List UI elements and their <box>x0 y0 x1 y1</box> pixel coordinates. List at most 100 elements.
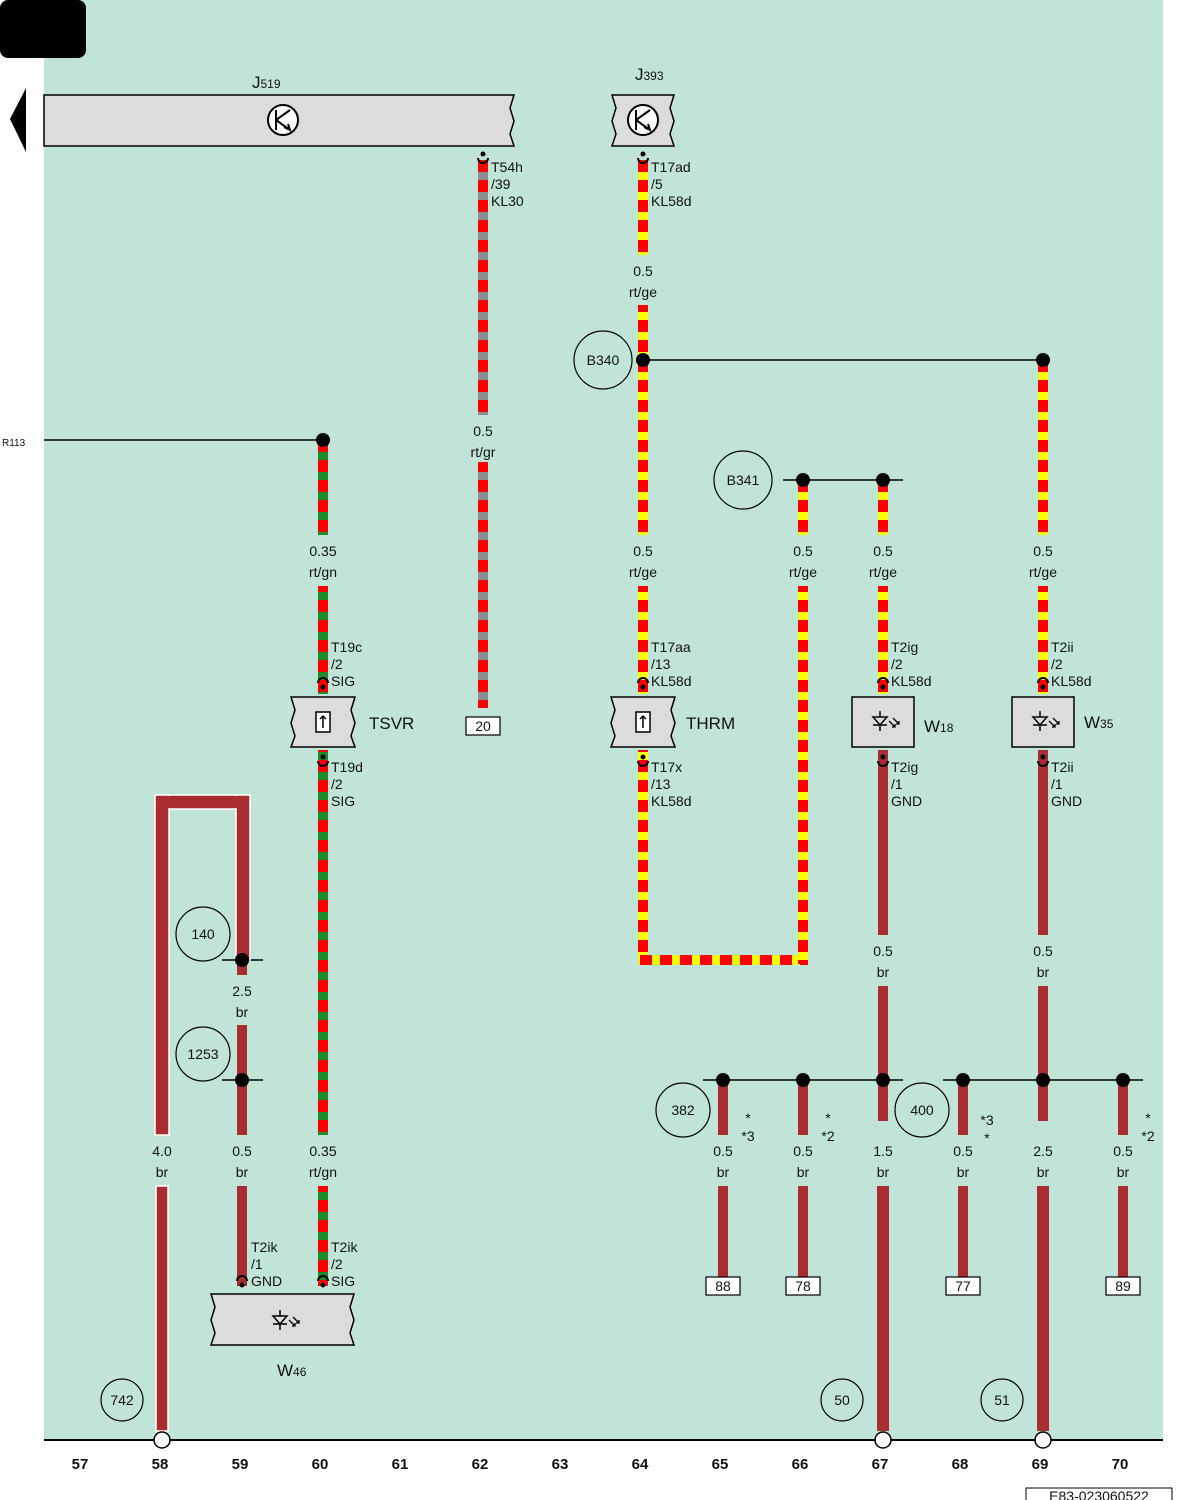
transistor-icon <box>267 104 299 136</box>
wire-label: br <box>877 964 890 980</box>
wire-label: br <box>1117 1164 1130 1180</box>
reference-box-label: 78 <box>795 1278 811 1294</box>
footnote-mark: * <box>825 1110 831 1126</box>
footnote-mark: *3 <box>980 1112 993 1128</box>
column-number: 68 <box>952 1456 969 1473</box>
connector-label: T2ik <box>331 1239 358 1255</box>
connector-label: /2 <box>891 656 903 672</box>
wire-label: 0.5 <box>1113 1143 1133 1159</box>
svg-text:E83-023060522: E83-023060522 <box>1049 1488 1149 1500</box>
reference-box <box>1105 1276 1141 1296</box>
column-number: 57 <box>72 1456 89 1473</box>
connector-label: /5 <box>651 176 663 192</box>
connector-label: KL58d <box>891 673 931 689</box>
page-tab-marker <box>0 0 86 58</box>
connector-label: T54h <box>491 159 523 175</box>
document-id: E83-023060522 <box>1025 1487 1173 1500</box>
column-number: 69 <box>1032 1456 1049 1473</box>
wire-69-rt-ge <box>1038 360 1048 694</box>
connector-label: /2 <box>1051 656 1063 672</box>
reference-circle <box>713 450 773 510</box>
wire-label: 0.5 <box>473 423 493 439</box>
reference-box-label: 89 <box>1115 1278 1131 1294</box>
reference-box-label: 20 <box>475 718 491 734</box>
wire-label: br <box>236 1164 249 1180</box>
reference-circle-label: 400 <box>910 1102 934 1118</box>
wire-label: 0.5 <box>713 1143 733 1159</box>
reference-box-label: 88 <box>715 1278 731 1294</box>
reference-box <box>465 716 501 736</box>
wire-label: br <box>797 1164 810 1180</box>
wire-label: br <box>156 1164 169 1180</box>
wire-label: 0.5 <box>953 1143 973 1159</box>
connector-label: /1 <box>891 776 903 792</box>
wire-label: br <box>236 1004 249 1020</box>
svg-text:W35: W35 <box>1084 713 1114 732</box>
wire-label: br <box>1037 1164 1050 1180</box>
reference-circle <box>980 1378 1024 1422</box>
reference-circle-label: 51 <box>994 1392 1010 1408</box>
column-number: 70 <box>1112 1456 1129 1473</box>
connector-label: T17aa <box>651 639 691 655</box>
transistor-icon <box>627 104 659 136</box>
connector-label: /2 <box>331 656 343 672</box>
wires-brown <box>154 750 1128 1432</box>
wire-label: rt/ge <box>869 564 897 580</box>
sensor-thrm: THRM <box>609 696 735 748</box>
continue-left-arrow-icon <box>10 88 26 152</box>
reference-circle-label: 140 <box>191 926 215 942</box>
reference-circle <box>100 1378 144 1422</box>
wire-label: 2.5 <box>1033 1143 1053 1159</box>
footnote-mark: *2 <box>1141 1128 1154 1144</box>
reference-circle <box>573 330 633 390</box>
reference-circle <box>655 1082 711 1138</box>
connector-label: GND <box>251 1273 282 1289</box>
reference-box-label: 77 <box>955 1278 971 1294</box>
reference-circle-label: 1253 <box>187 1046 218 1062</box>
wire-label: rt/ge <box>629 564 657 580</box>
wire-label: 4.0 <box>152 1143 172 1159</box>
junction-dots <box>235 353 1130 1087</box>
connector-label: T17x <box>651 759 682 775</box>
reference-circle-label: 50 <box>834 1392 850 1408</box>
continuation-label: R113 <box>2 438 26 449</box>
svg-text:W18: W18 <box>924 717 954 736</box>
wire-label: rt/ge <box>629 284 657 300</box>
column-number: 58 <box>152 1456 169 1473</box>
connector-label: GND <box>891 793 922 809</box>
connector-label: /13 <box>651 656 671 672</box>
wire-label: br <box>1037 964 1050 980</box>
control-module-j393: J393 <box>610 65 676 147</box>
svg-text:J519: J519 <box>252 73 281 92</box>
footnote-marks: **3**2*3***2 <box>741 1110 1154 1146</box>
sensor-tsvr: TSVR <box>289 696 414 748</box>
reference-circle-label: B341 <box>727 472 760 488</box>
wire-label: 0.35 <box>309 1143 336 1159</box>
connector-label: T2ii <box>1051 759 1074 775</box>
wire-label: 0.5 <box>232 1143 252 1159</box>
column-number: 63 <box>552 1456 569 1473</box>
wire-label: rt/ge <box>1029 564 1057 580</box>
wire-label: 1.5 <box>873 1143 893 1159</box>
svg-text:THRM: THRM <box>686 714 735 733</box>
wire-label: 0.5 <box>1033 943 1053 959</box>
wire-label: 0.35 <box>309 543 336 559</box>
wire-label: 0.5 <box>633 263 653 279</box>
connector-label: /2 <box>331 1256 343 1272</box>
connector-labels: T54h/39KL30T17ad/5KL58dT19c/2SIGT19d/2SI… <box>251 159 1091 1289</box>
wire-label: rt/gr <box>471 444 496 460</box>
connector-label: /1 <box>1051 776 1063 792</box>
reference-circle <box>175 1026 231 1082</box>
wire-label: 0.5 <box>873 943 893 959</box>
ground-terminals <box>153 1431 1052 1449</box>
wire-label: br <box>957 1164 970 1180</box>
connector-label: T2ik <box>251 1239 278 1255</box>
connector-label: KL58d <box>651 193 691 209</box>
wire-label: 2.5 <box>232 983 252 999</box>
reference-box <box>945 1276 981 1296</box>
reference-box <box>785 1276 821 1296</box>
column-number: 62 <box>472 1456 489 1473</box>
connector-label: T2ig <box>891 759 918 775</box>
column-number: 66 <box>792 1456 809 1473</box>
wire-66-rt-ge <box>798 480 808 964</box>
